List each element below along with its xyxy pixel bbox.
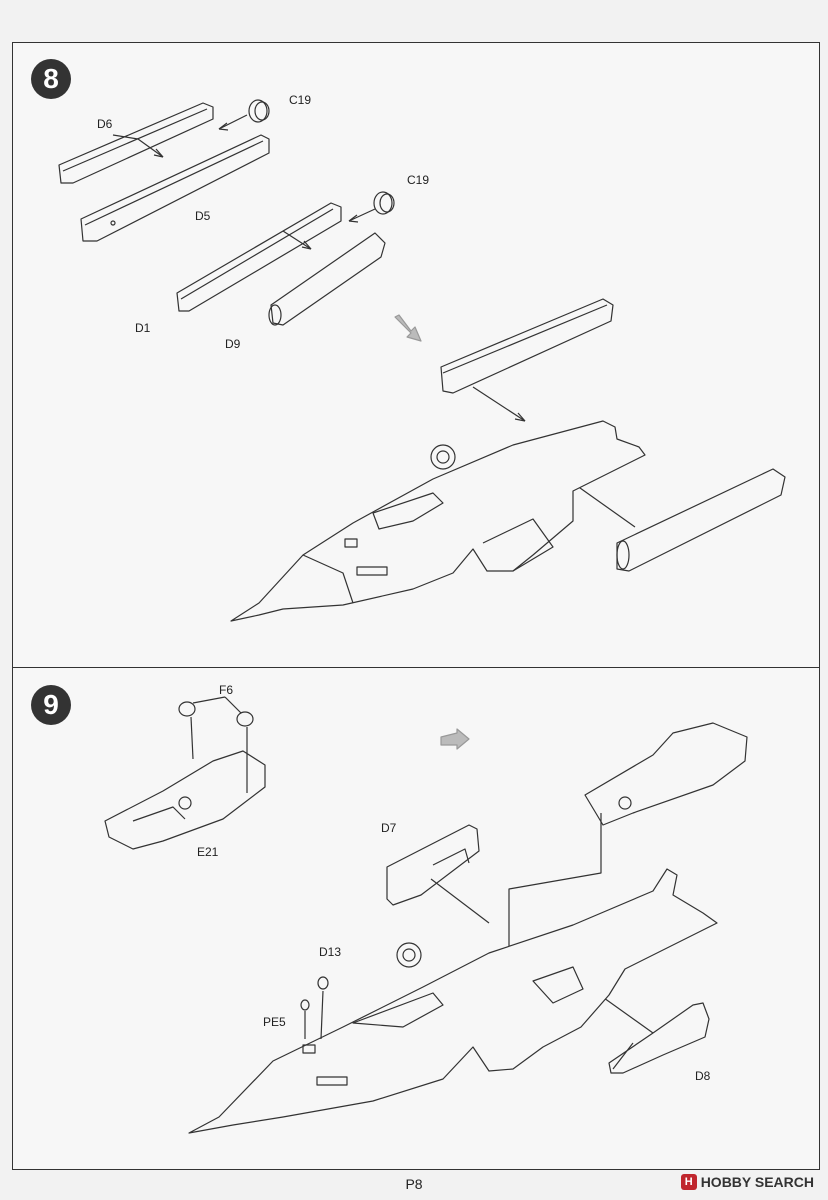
part-d6-drawing — [58, 102, 214, 184]
label-pe5: PE5 — [263, 1015, 286, 1029]
part-d13-pe5-drawing — [300, 976, 329, 1011]
instruction-sheet: 8 C19 D6 D5 C19 D1 D9 9 F6 E21 D7 D13 PE… — [12, 42, 820, 1170]
part-f6-drawing — [178, 701, 254, 727]
label-f6: F6 — [219, 683, 234, 697]
intake-upper-drawing — [440, 298, 614, 394]
assembly-drawings — [58, 99, 786, 1134]
part-d7-drawing — [386, 824, 480, 906]
label-c19-mid: C19 — [407, 173, 430, 187]
part-d8-drawing — [608, 1002, 710, 1074]
watermark-text: HOBBY SEARCH — [700, 1174, 814, 1190]
label-d7: D7 — [381, 821, 397, 835]
label-e21: E21 — [197, 845, 219, 859]
label-d6: D6 — [97, 117, 113, 131]
step-9-badge: 9 — [31, 685, 71, 725]
fuselage-step8-drawing — [230, 420, 646, 622]
label-d5: D5 — [195, 209, 211, 223]
part-c19-top-drawing — [248, 99, 270, 123]
part-c19-mid-drawing — [373, 191, 395, 215]
page-number: P8 — [405, 1176, 423, 1192]
step-8-badge: 8 — [31, 59, 71, 99]
label-d13: D13 — [319, 945, 342, 959]
fuselage-step9-drawing — [188, 868, 718, 1134]
label-d9: D9 — [225, 337, 241, 351]
intake-lower-drawing — [616, 468, 786, 572]
part-d5-drawing — [80, 134, 270, 242]
hobby-search-logo-icon: H — [680, 1174, 697, 1190]
part-e21-drawing — [104, 750, 266, 850]
step-divider — [13, 667, 819, 668]
panel-upper-right-drawing — [584, 722, 748, 826]
arrow-c19-top — [218, 114, 248, 130]
label-c19-top: C19 — [289, 93, 312, 107]
label-d8: D8 — [695, 1069, 711, 1083]
part-d1-drawing — [176, 202, 342, 312]
part-d9-drawing — [268, 232, 386, 326]
label-d1: D1 — [135, 321, 151, 335]
watermark: H HOBBY SEARCH — [680, 1174, 814, 1190]
